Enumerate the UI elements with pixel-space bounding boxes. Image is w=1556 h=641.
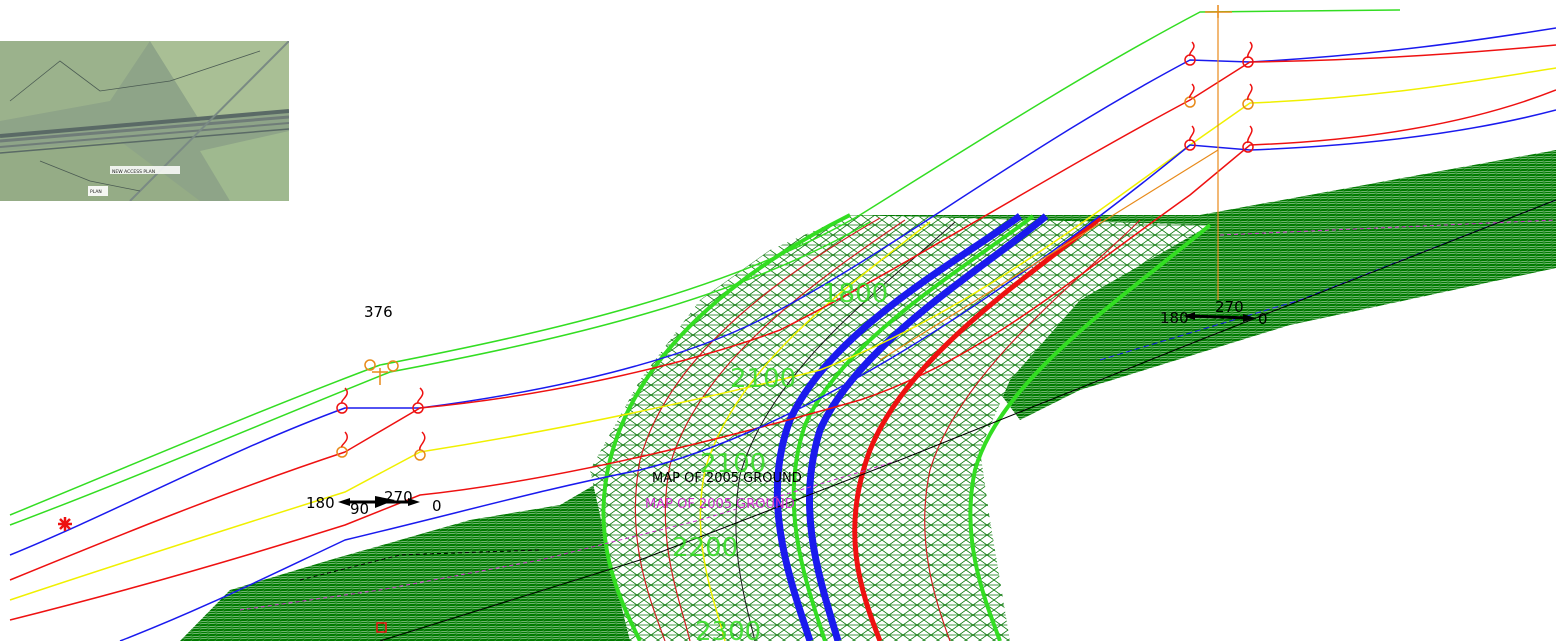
contour-2 [634,217,881,641]
cutting-contours [601,213,1212,641]
arrow-label-180: 180 [306,494,335,512]
marker-tick-top [372,368,388,385]
road-red [852,216,1102,641]
arrow-label-270: 270 [384,488,413,506]
contour-outer-right [968,223,1212,641]
line-red-2 [9,89,1556,621]
aerial-map-thumbnail[interactable]: NEW ACCESS PLAN PLAN [0,41,289,201]
alignment-lines [9,9,1556,641]
line-yellow-1 [9,67,1556,601]
chainage-label: 2100 [700,449,766,479]
right-arrow-label-180: 180 [1160,309,1189,327]
terrain-left-lowland [180,470,640,641]
right-arrow-label-0: 0 [1258,310,1268,328]
direction-arrow-icon [338,496,420,508]
line-black-centre [379,199,1556,641]
marker-tick-far [1205,5,1232,18]
marker-top-2 [387,360,399,372]
road-green-mid [791,214,1035,641]
arrow-label-90: 90 [350,500,369,518]
direction-arrow-icon [1183,312,1255,322]
station-top-label: 376 [364,303,393,321]
ground-annotation-magenta: MAP OF 2005 GROUND [645,497,795,512]
terrain-surface [180,150,1556,641]
small-marker-square [376,622,387,633]
survey-markers [336,5,1254,461]
road-blue-right [806,213,1049,641]
chainage-label: 1800 [822,279,888,309]
ground-annotation-black: MAP OF 2005 GROUND [652,471,802,486]
red-asterisk-marker-icon[interactable] [58,517,72,531]
line-green-1 [9,9,1401,516]
arrow-label-0: 0 [432,497,442,515]
thumb-label-access: NEW ACCESS PLAN [112,169,155,175]
contour-outer-left [601,213,851,641]
contour-5 [735,221,956,641]
right-arrow-label-270: 270 [1215,298,1244,316]
thumb-label-plan: PLAN [90,189,102,195]
line-green-2 [9,221,871,526]
chainage-label: 2300 [695,617,761,641]
line-dashed-black [299,549,541,581]
line-orange-diag [879,149,1219,361]
line-blue-2 [119,109,1556,641]
line-blue-1 [9,27,1556,556]
line-dashed-magenta [239,459,901,611]
cutting-mesh [590,215,1210,641]
contour-4 [699,221,931,641]
marker-top-1 [364,359,376,371]
chainage-label: 2200 [672,533,738,563]
line-red-1 [9,44,1556,581]
chainage-label: 2100 [730,364,796,394]
contour-3 [664,219,906,641]
